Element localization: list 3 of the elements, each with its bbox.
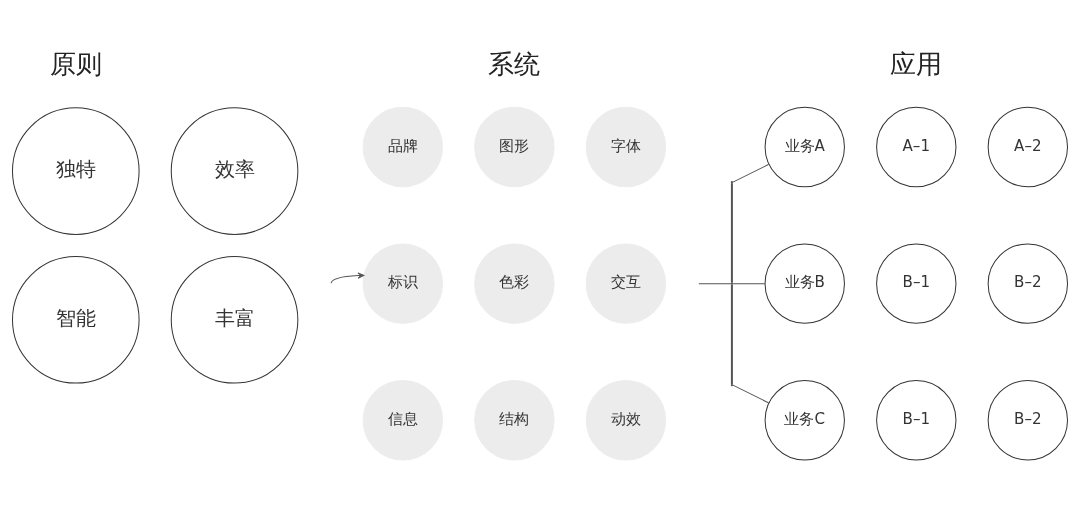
- label: 应用: [890, 48, 943, 79]
- label: 系统: [488, 48, 541, 79]
- label: 原则: [49, 48, 102, 79]
